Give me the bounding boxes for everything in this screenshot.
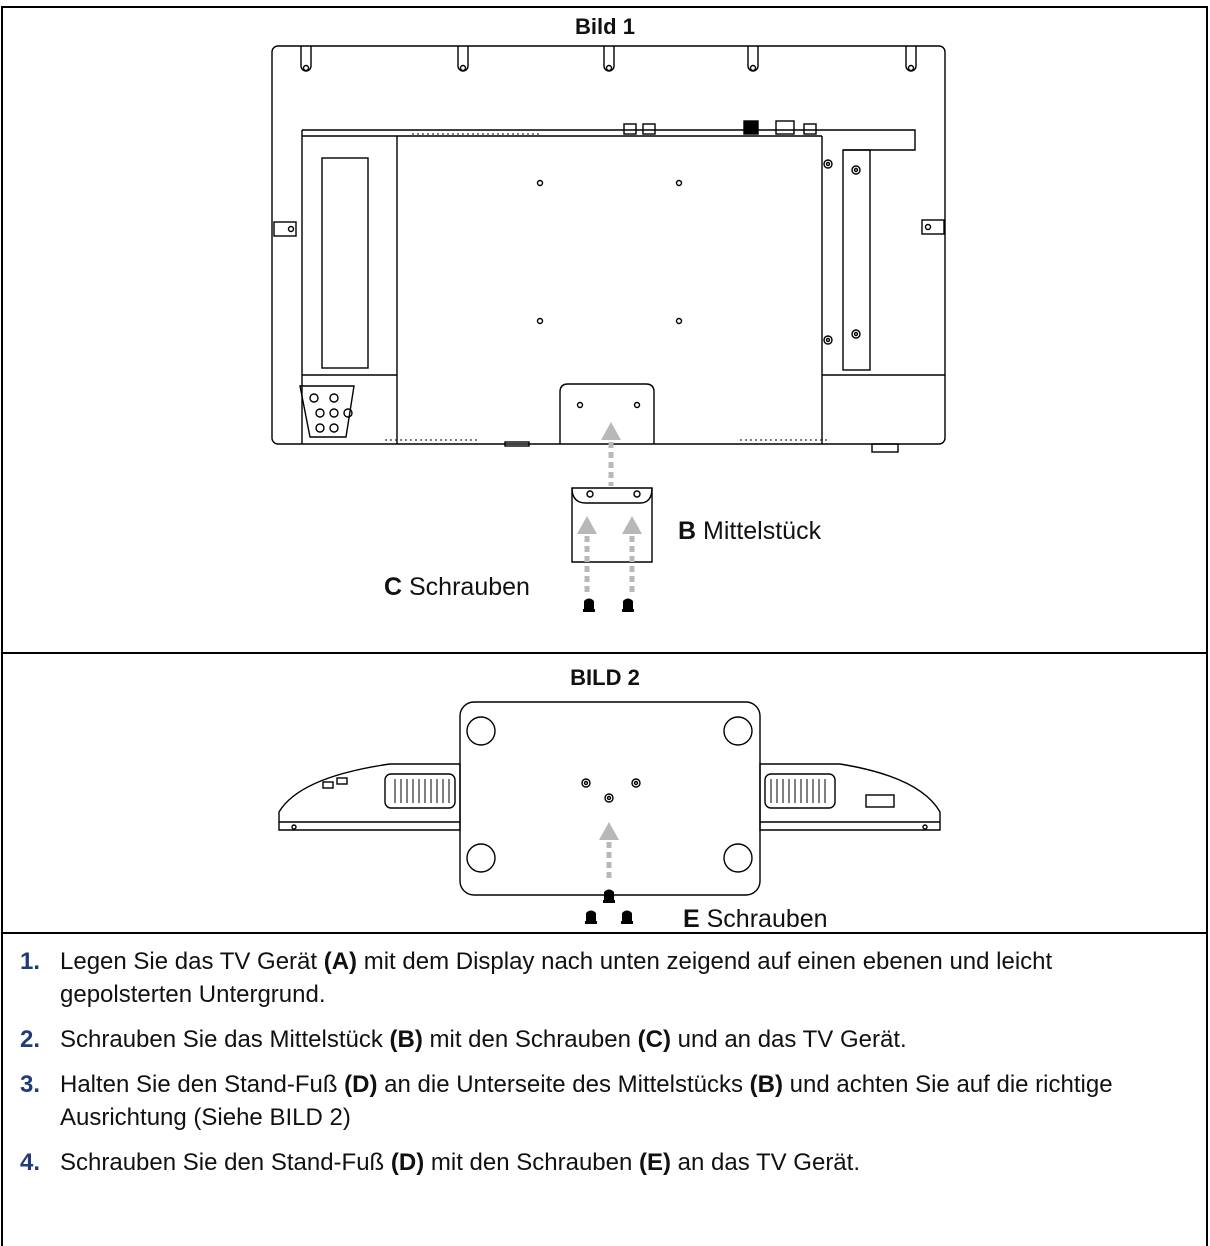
step-1: 1.Legen Sie das TV Gerät (A) mit dem Dis… xyxy=(20,948,1053,1008)
tv-left-side-tab xyxy=(273,221,297,237)
stand-neck-mount xyxy=(559,383,655,444)
tv-left-slot xyxy=(321,157,369,369)
left-side-buttons xyxy=(322,777,348,789)
instruction-steps: 1.Legen Sie das TV Gerät (A) mit dem Dis… xyxy=(20,945,1190,1191)
vesa-mount-holes xyxy=(536,179,683,325)
tv-bottom-left xyxy=(278,763,461,831)
middle-piece-b xyxy=(571,487,653,563)
tv-connectors xyxy=(623,120,871,371)
table-divider-1 xyxy=(1,652,1208,654)
power-connector xyxy=(865,794,895,808)
step-2: 2.Schrauben Sie das Mittelstück (B) mit … xyxy=(20,1026,907,1053)
tv-right-side-tab xyxy=(921,219,945,235)
label-screws-e: E Schrauben xyxy=(683,905,828,933)
table-divider-2 xyxy=(1,932,1208,934)
tv-top-tabs xyxy=(300,46,917,72)
vga-connector xyxy=(299,385,355,438)
top-vent-slots xyxy=(385,133,830,441)
stand-screw-holes xyxy=(581,778,641,803)
table-top-border xyxy=(1,6,1208,8)
table-frame xyxy=(1,6,1208,1246)
assembly-arrows xyxy=(577,422,642,596)
figure2-diagram xyxy=(278,701,941,924)
screws-c xyxy=(583,598,634,612)
figure1-caption: Bild 1 xyxy=(575,14,635,39)
tv-rear-panel-top xyxy=(302,129,916,151)
figure2-caption: BILD 2 xyxy=(570,665,640,690)
step-4: 4.Schrauben Sie den Stand-Fuß (D) mit de… xyxy=(20,1149,860,1176)
screws-e xyxy=(585,889,633,924)
tv-bottom-right xyxy=(759,763,941,831)
step-3: 3.Halten Sie den Stand-Fuß (D) an die Un… xyxy=(20,1071,1113,1131)
assembly-arrow-2 xyxy=(599,822,619,882)
figure1-diagram xyxy=(271,45,946,612)
label-middle-piece: B Mittelstück xyxy=(678,517,822,545)
label-screws-c: C Schrauben xyxy=(384,573,530,601)
bottom-vents xyxy=(384,773,836,809)
